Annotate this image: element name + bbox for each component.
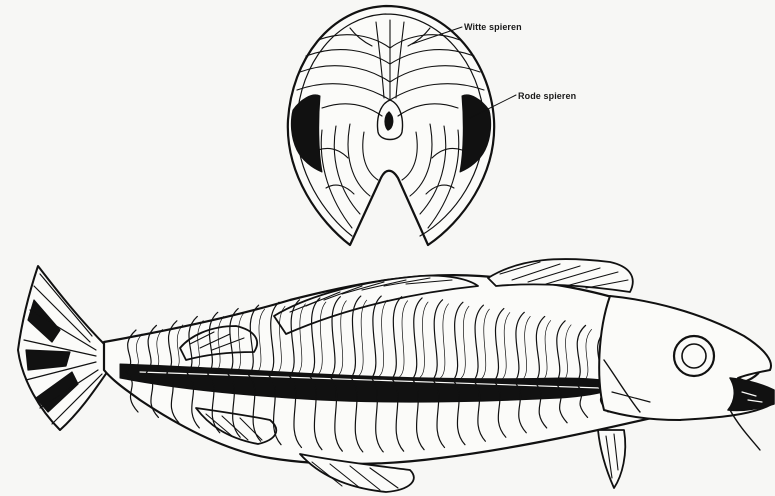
fish-head — [599, 296, 774, 450]
fish-diagram — [18, 259, 774, 492]
cross-section-diagram — [288, 6, 516, 245]
white-muscle-label: Witte spieren — [464, 22, 522, 32]
red-muscle-label: Rode spieren — [518, 91, 576, 101]
tail-fin — [18, 266, 110, 430]
